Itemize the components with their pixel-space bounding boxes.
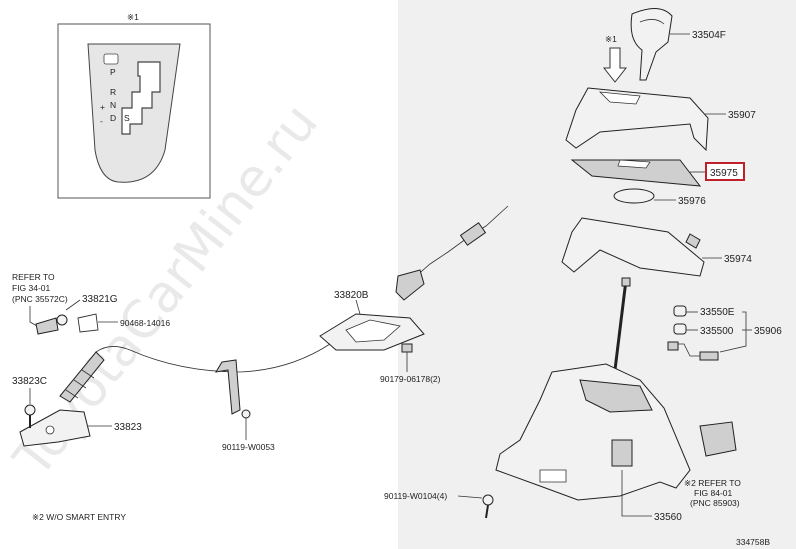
part-33823: 33823 bbox=[19, 409, 142, 447]
highlight-box bbox=[705, 162, 745, 181]
refer2-line1: ※2 REFER TO bbox=[684, 478, 741, 488]
arrow-star1: ※1 bbox=[602, 34, 628, 83]
wire-connector-icon bbox=[699, 351, 719, 361]
label-90468-14016: 90468-14016 bbox=[120, 318, 170, 328]
bulb-33550E-icon bbox=[673, 305, 687, 317]
shift-knob-shape bbox=[630, 8, 673, 81]
gate-letter-d: D bbox=[110, 113, 116, 123]
clamp-bolt-icon bbox=[241, 409, 251, 419]
cable-clamp-shape bbox=[215, 359, 241, 415]
gate-indicator bbox=[103, 53, 119, 65]
clip-icon bbox=[401, 343, 413, 353]
part-group-35906: 33550E 335500 35906 bbox=[667, 305, 782, 361]
part-33560: 33560 bbox=[495, 363, 691, 523]
bolt-33823C-icon bbox=[24, 404, 36, 416]
label-33820B: 33820B bbox=[334, 290, 369, 301]
label-90179-06178: 90179-06178(2) bbox=[380, 374, 441, 384]
label-35907: 35907 bbox=[728, 110, 756, 121]
down-arrow-icon bbox=[602, 47, 628, 83]
cable-bracket-33823-shape bbox=[19, 409, 91, 447]
label-33823C: 33823C bbox=[12, 376, 47, 387]
label-90119-W0104: 90119-W0104(4) bbox=[384, 491, 447, 501]
cable-left-end bbox=[59, 351, 105, 403]
gate-letter-p: P bbox=[110, 67, 116, 77]
label-35975: 35975 bbox=[710, 168, 738, 179]
gate-letter-r: R bbox=[110, 87, 116, 97]
shift-lever bbox=[612, 277, 631, 379]
gate-slot bbox=[121, 61, 161, 135]
label-33550E: 33550E bbox=[700, 307, 735, 318]
inset-note: ※1 bbox=[127, 12, 139, 22]
plate-shape bbox=[570, 159, 702, 187]
part-35907: 35907 bbox=[565, 87, 756, 152]
gate-letter-s: S bbox=[124, 113, 130, 123]
label-33560: 33560 bbox=[654, 512, 682, 523]
cover-shape bbox=[613, 188, 655, 204]
gate-letter-minus: - bbox=[100, 116, 103, 126]
smart-entry-module: ※2 REFER TO FIG 84-01 (PNC 85903) bbox=[684, 421, 741, 508]
gate-letter-plus: + bbox=[100, 102, 105, 112]
label-35974: 35974 bbox=[724, 254, 752, 265]
part-33821G: REFER TO FIG 34-01 (PNC 35572C) 33821G 9… bbox=[12, 272, 170, 335]
nut-icon bbox=[56, 314, 68, 326]
label-33823: 33823 bbox=[114, 422, 142, 433]
label-35906: 35906 bbox=[754, 326, 782, 337]
refer2-line2: FIG 84-01 bbox=[694, 488, 733, 498]
bulb-335500-icon bbox=[673, 323, 687, 335]
bolt-icon bbox=[482, 494, 494, 506]
part-90119-W0053: 90119-W0053 bbox=[215, 359, 275, 452]
part-35974: 35974 bbox=[561, 217, 752, 277]
clip-33821G-icon bbox=[35, 317, 59, 335]
shift-gate-inset: ※1 P R N D S + - bbox=[57, 12, 211, 199]
diagram-id: 334758B bbox=[736, 537, 770, 547]
label-335500: 335500 bbox=[700, 326, 734, 337]
cable-end-icon bbox=[459, 222, 487, 246]
label-35976: 35976 bbox=[678, 196, 706, 207]
cable-bellows-icon bbox=[59, 351, 105, 403]
refer1-line1: REFER TO bbox=[12, 272, 55, 282]
housing-cover-shape bbox=[561, 217, 705, 277]
part-33820B: 33820B bbox=[95, 205, 509, 373]
module-icon bbox=[699, 421, 737, 457]
part-35975: 35975 bbox=[570, 159, 745, 187]
refer2-line3: (PNC 85903) bbox=[690, 498, 740, 508]
gate-letter-n: N bbox=[110, 100, 116, 110]
socket-icon bbox=[667, 341, 679, 351]
label-33504F: 33504F bbox=[692, 30, 726, 41]
part-35976: 35976 bbox=[613, 188, 706, 207]
part-90119-W0104: 90119-W0104(4) bbox=[384, 491, 494, 519]
refer1-line3: (PNC 35572C) bbox=[12, 294, 68, 304]
refer1-line2: FIG 34-01 bbox=[12, 283, 51, 293]
bezel-shape bbox=[565, 87, 709, 152]
cable-boot-icon bbox=[395, 269, 425, 301]
label-33821G: 33821G bbox=[82, 294, 118, 305]
part-33504F: 33504F bbox=[630, 8, 726, 81]
retainer-90468-icon bbox=[77, 313, 99, 333]
footnote: ※2 W/O SMART ENTRY bbox=[32, 512, 126, 522]
part-33823C: 33823C bbox=[12, 376, 47, 428]
label-star1: ※1 bbox=[605, 34, 617, 44]
part-90179-06178: 90179-06178(2) bbox=[380, 343, 441, 384]
label-90119-W0053: 90119-W0053 bbox=[222, 442, 275, 452]
